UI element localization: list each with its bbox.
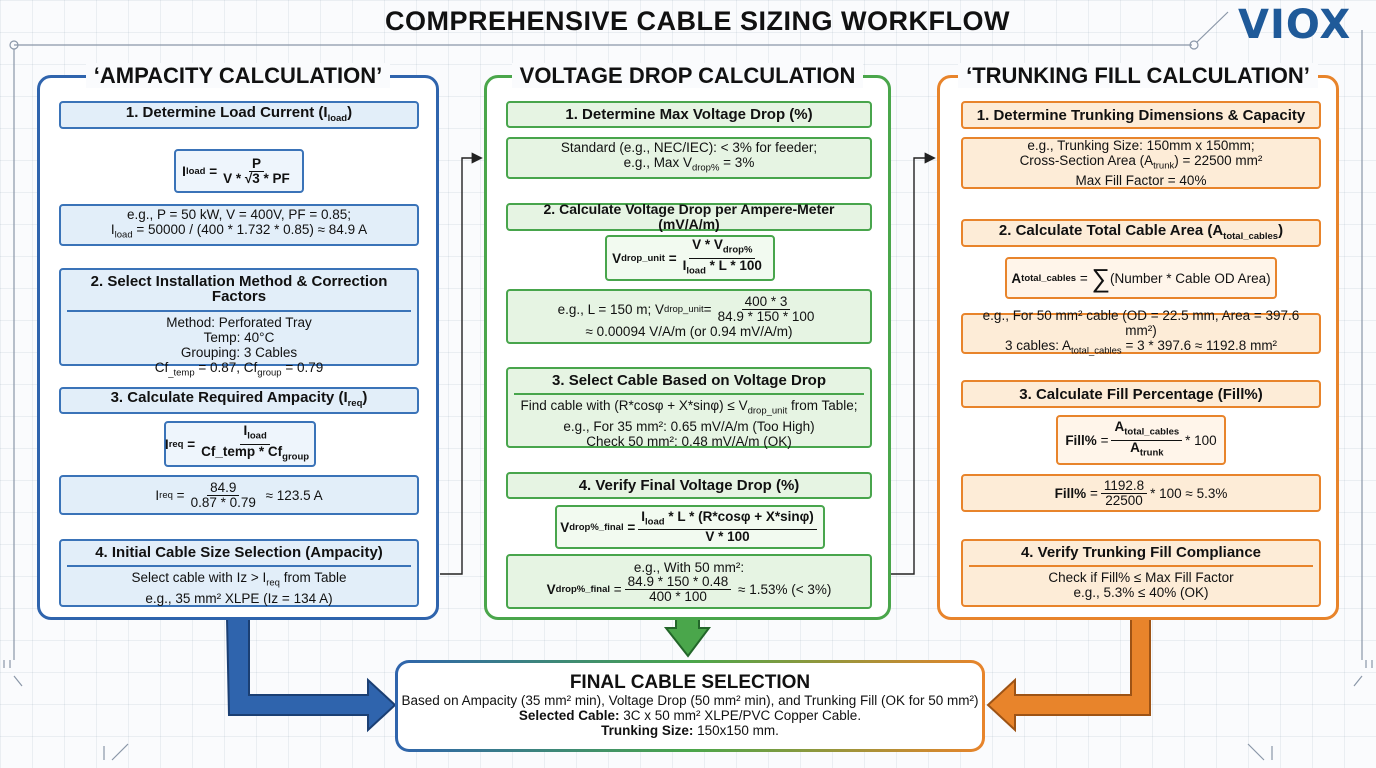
big-arrow-green — [663, 617, 711, 658]
vdrop-step-4: 4. Verify Final Voltage Drop (%) — [506, 472, 872, 499]
final-title: FINAL CABLE SELECTION — [569, 671, 811, 693]
final-cable-selection: FINAL CABLE SELECTION Based on Ampacity … — [395, 660, 985, 752]
ampacity-step-2: 2. Select Installation Method & Correcti… — [59, 268, 419, 379]
big-arrow-blue — [225, 617, 397, 733]
trunking-step-2: 2. Calculate Total Cable Area (Atotal_ca… — [961, 219, 1321, 247]
page-title: COMPREHENSIVE CABLE SIZING WORKFLOW — [385, 6, 1010, 36]
voltage-drop-panel: VOLTAGE DROP CALCULATION 1. Determine Ma… — [484, 63, 891, 620]
trunking-panel-title: ‘TRUNKING FILL CALCULATION’ — [958, 63, 1318, 88]
ampacity-panel-title: ‘AMPACITY CALCULATION’ — [85, 63, 391, 88]
big-arrow-orange — [986, 617, 1151, 733]
vdrop-standard-box: Standard (e.g., NEC/IEC): < 3% for feede… — [506, 137, 872, 179]
trunking-panel: ‘TRUNKING FILL CALCULATION’ 1. Determine… — [937, 63, 1339, 620]
ampacity-step-3: 3. Calculate Required Ampacity (Ireq) — [59, 387, 419, 414]
vdrop-step-2: 2. Calculate Voltage Drop per Ampere-Met… — [506, 202, 872, 232]
total-cable-area-example: e.g., For 50 mm² cable (OD = 22.5 mm, Ar… — [961, 308, 1321, 357]
trunking-step-4: 4. Verify Trunking Fill Compliance Check… — [961, 539, 1321, 607]
voltage-drop-panel-title: VOLTAGE DROP CALCULATION — [511, 63, 864, 88]
ampacity-step-4: 4. Initial Cable Size Selection (Ampacit… — [59, 539, 419, 607]
load-current-example: e.g., P = 50 kW, V = 400V, PF = 0.85; Il… — [59, 204, 419, 246]
vdrop-step-1: 1. Determine Max Voltage Drop (%) — [506, 101, 872, 128]
brand-logo: VIOX — [1238, 2, 1352, 48]
vdrop-step-3: 3. Select Cable Based on Voltage Drop Fi… — [506, 367, 872, 449]
ampacity-step-1: 1. Determine Load Current (Iload) — [59, 101, 419, 129]
trunking-step-1: 1. Determine Trunking Dimensions & Capac… — [961, 101, 1321, 129]
corner-decorations — [3, 660, 1373, 761]
ampacity-panel: ‘AMPACITY CALCULATION’ 1. Determine Load… — [37, 63, 439, 620]
panel-connector-lines — [440, 152, 936, 575]
trunking-dimensions-example: e.g., Trunking Size: 150mm x 150mm; Cros… — [961, 137, 1321, 189]
final-trunking-size: Trunking Size: 150x150 mm. — [601, 722, 779, 738]
final-basis: Based on Ampacity (35 mm² min), Voltage … — [401, 692, 979, 708]
decorative-top-line — [9, 11, 1363, 660]
final-selected-cable: Selected Cable: 3C x 50 mm² XLPE/PVC Cop… — [518, 707, 862, 723]
trunking-step-3: 3. Calculate Fill Percentage (Fill%) — [961, 380, 1321, 408]
